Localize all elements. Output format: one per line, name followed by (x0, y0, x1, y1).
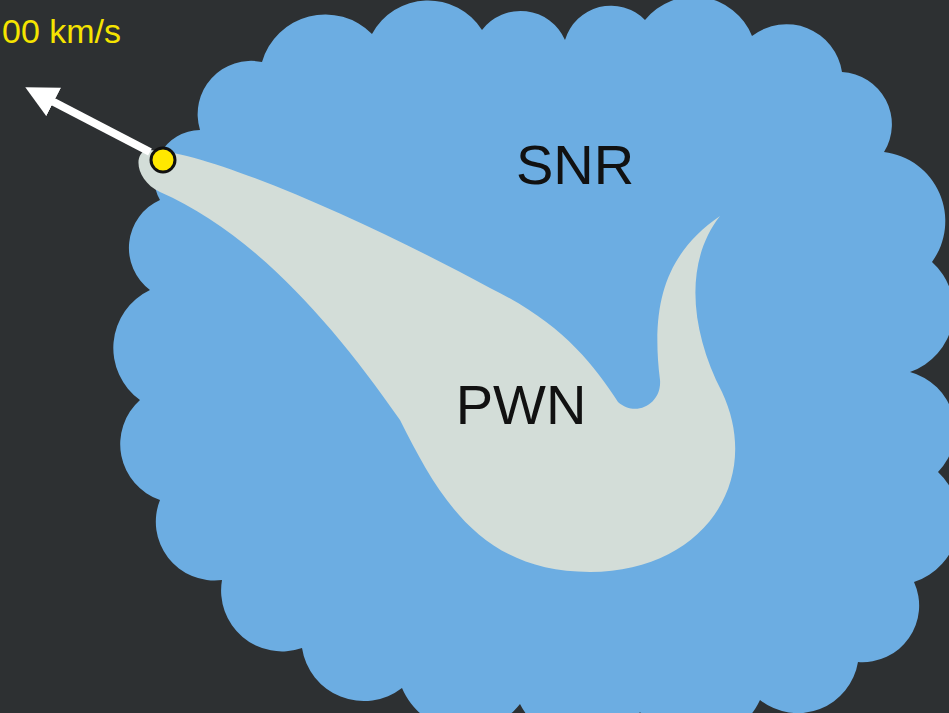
region-label: PWN (456, 377, 587, 433)
pulsar-dot (151, 148, 175, 172)
snr-cloud-fill (113, 0, 949, 713)
region-label: SNR (516, 137, 634, 193)
velocity-arrow (48, 99, 150, 152)
pwn-nebula-fill (138, 150, 735, 572)
velocity-label: 00 km/s (2, 14, 121, 48)
